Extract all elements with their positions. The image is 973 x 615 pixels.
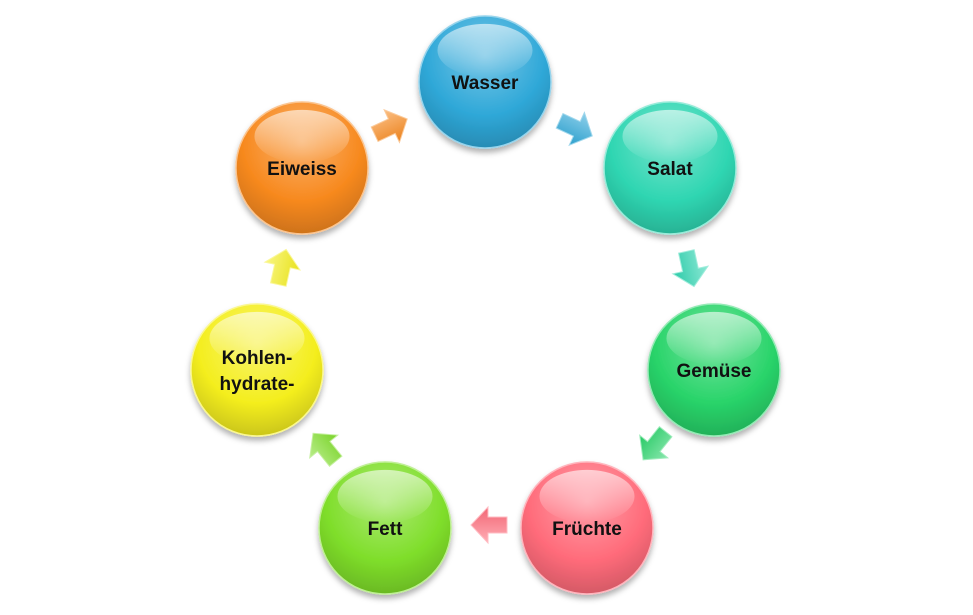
node-gloss-fruechte [539, 469, 635, 523]
arrow-fett-to-kohlenhydrate [309, 432, 343, 467]
node-salat: Salat [603, 101, 737, 235]
node-fett: Fett [318, 461, 452, 595]
node-label-kohlenhydrate-line-2: hydrate- [220, 374, 295, 395]
node-eiweiss: Eiweiss [235, 101, 369, 235]
node-label-wasser: Wasser [452, 73, 519, 94]
node-gloss-kohlenhydrate [209, 311, 305, 365]
node-label-eiweiss: Eiweiss [267, 159, 337, 180]
arrow-wasser-to-salat [555, 111, 593, 147]
node-label-kohlenhydrate-line-1: Kohlen- [222, 348, 293, 369]
node-label-salat: Salat [647, 159, 693, 180]
node-gloss-fett [337, 469, 433, 523]
node-gemuese: Gemüse [647, 303, 781, 437]
node-fruechte: Früchte [520, 461, 654, 595]
node-label-fett: Fett [368, 519, 404, 540]
arrow-kohlenhydrate-to-eiweiss [263, 248, 302, 287]
node-label-gemuese: Gemüse [677, 361, 752, 382]
node-gloss-gemuese [666, 311, 762, 365]
arrow-gemuese-to-fruechte [639, 426, 673, 461]
arrow-salat-to-gemuese [671, 249, 710, 288]
arrow-eiweiss-to-wasser [370, 108, 408, 144]
node-wasser: Wasser [418, 15, 552, 149]
arrow-fruechte-to-fett [470, 505, 508, 545]
node-gloss-salat [622, 109, 718, 163]
node-label-fruechte: Früchte [552, 519, 622, 540]
arrows-layer [263, 108, 710, 545]
node-gloss-wasser [437, 23, 533, 77]
node-kohlenhydrate: Kohlen-hydrate- [190, 303, 324, 437]
node-gloss-eiweiss [254, 109, 350, 163]
